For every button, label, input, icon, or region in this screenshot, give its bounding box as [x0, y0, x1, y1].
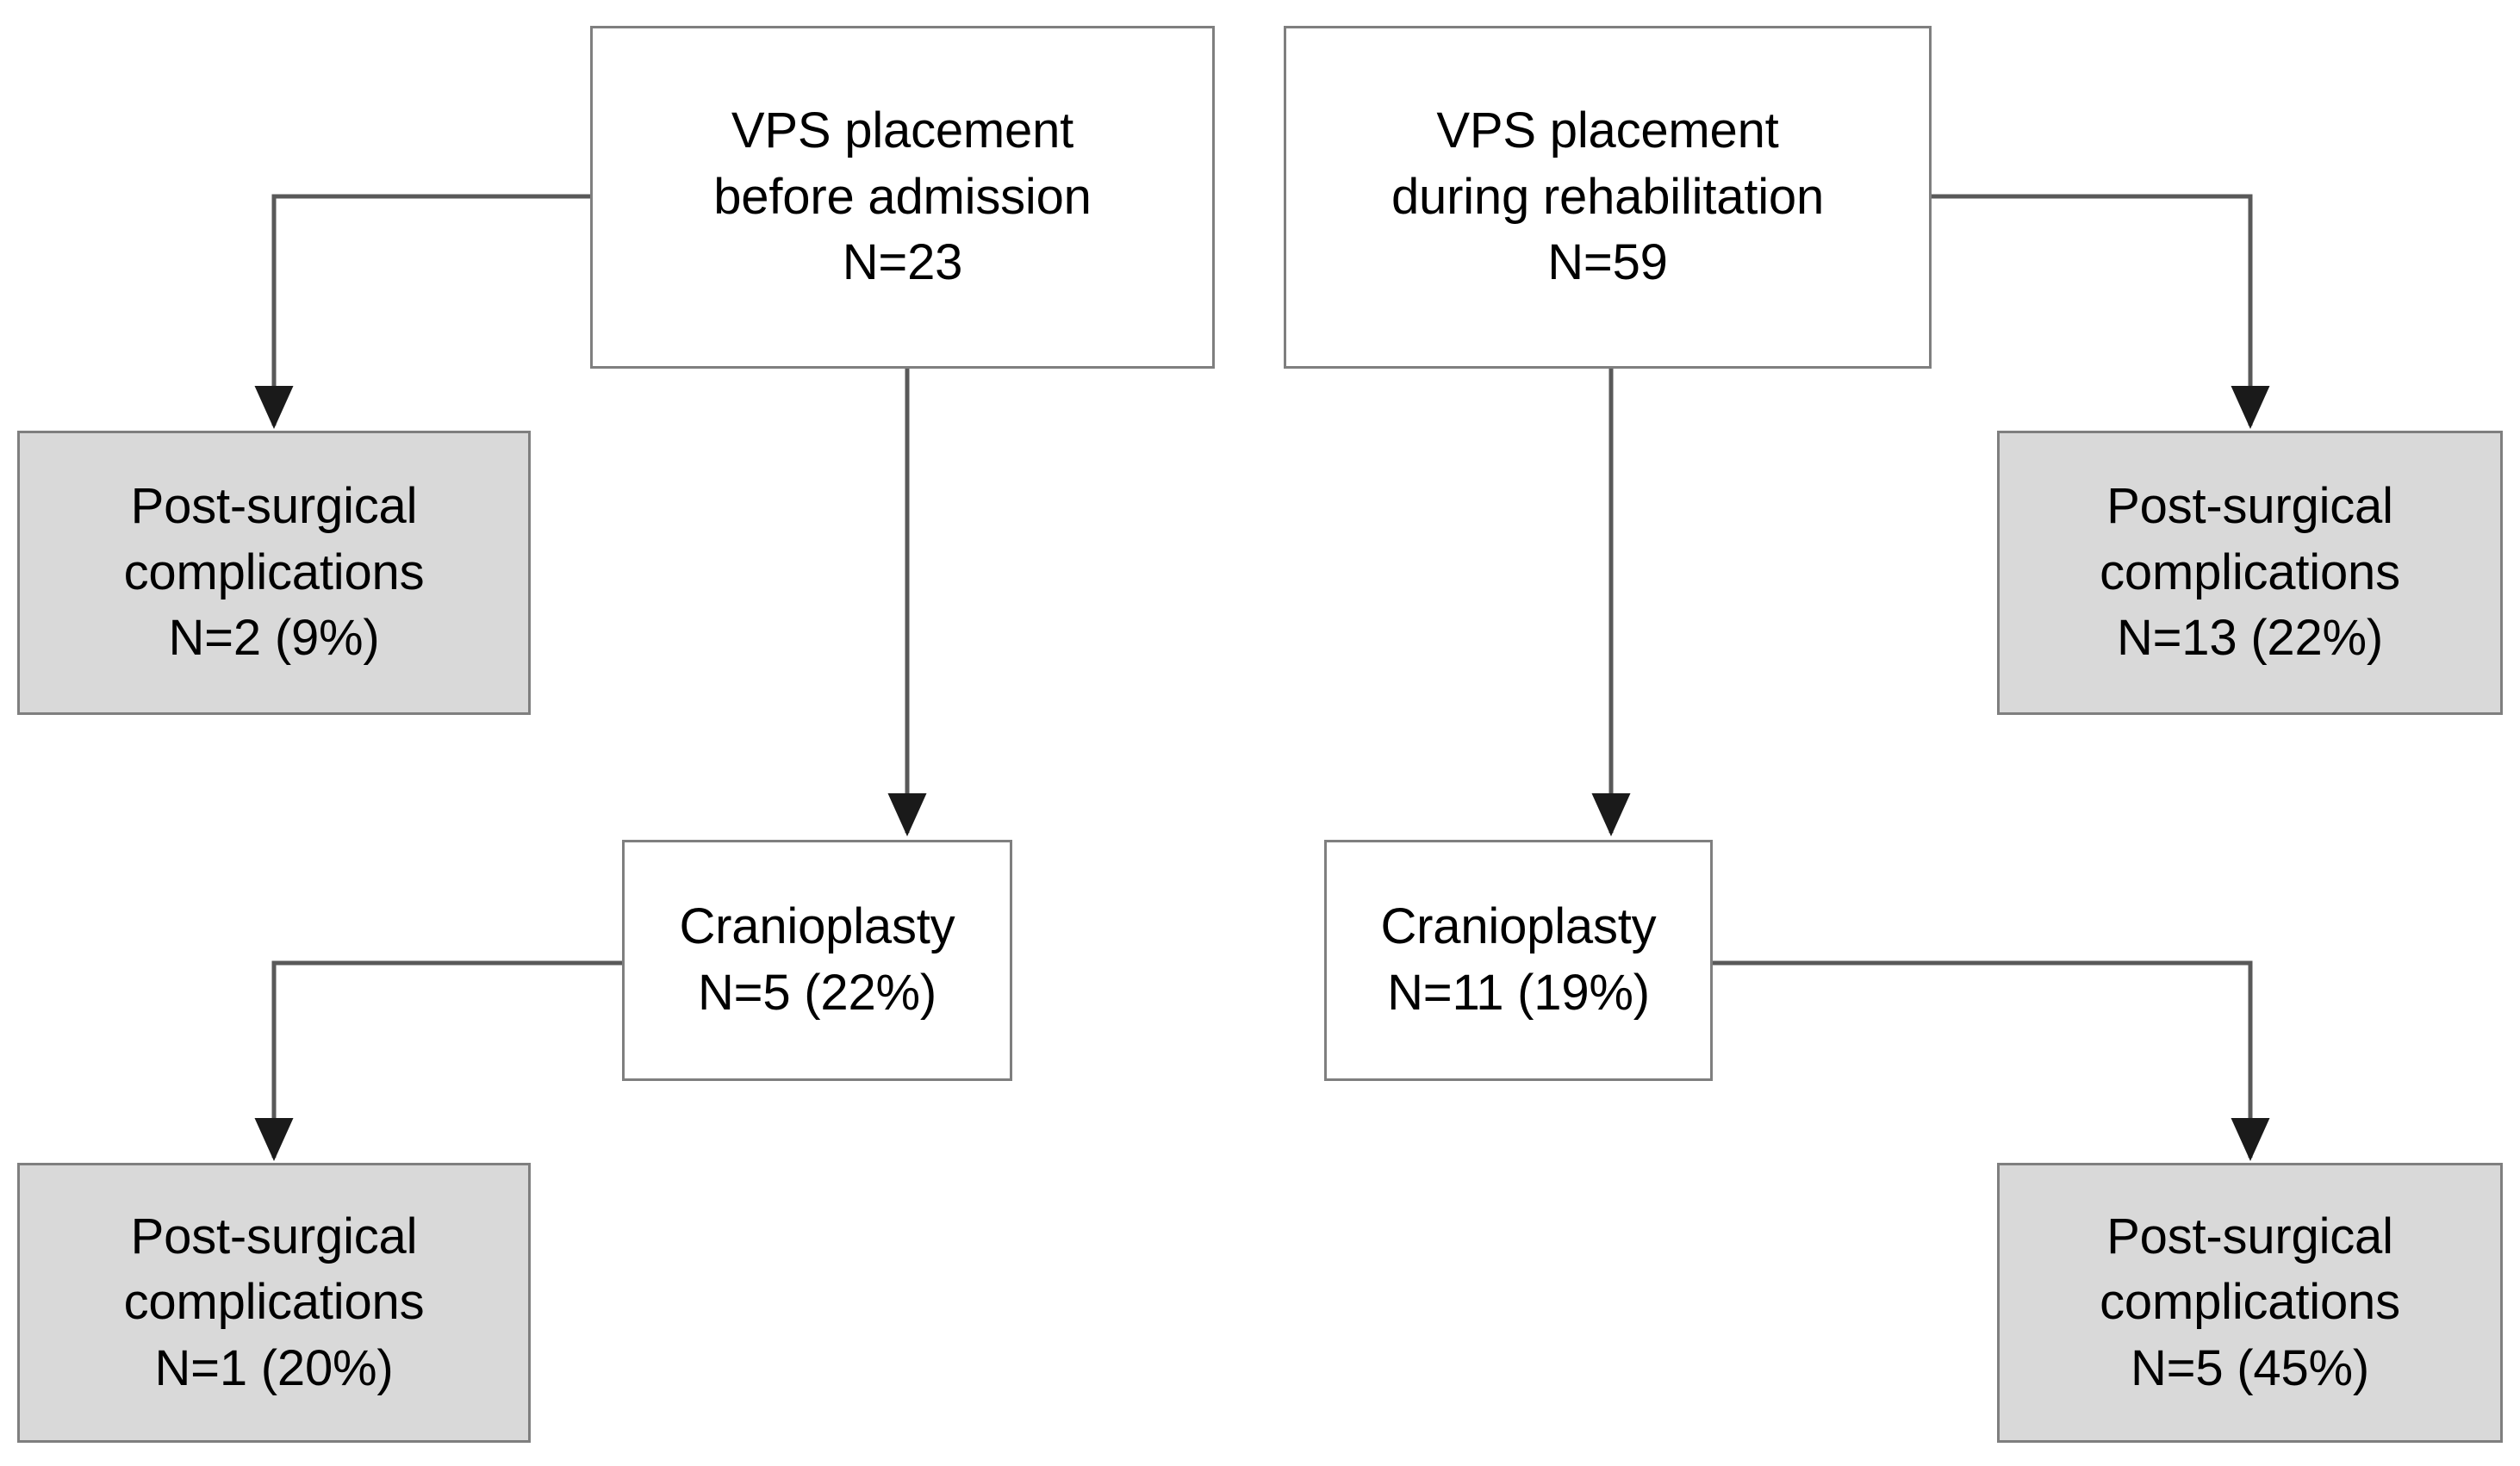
node-line-title-2: before admission [713, 168, 1092, 225]
node-line-count: N=1 (20%) [154, 1339, 394, 1396]
node-line-count: N=5 (22%) [697, 965, 937, 1021]
edge-vps-during-to-complications [1932, 194, 2270, 430]
node-line-title-2: complications [123, 1274, 425, 1331]
node-line-count: N=23 [842, 234, 963, 291]
node-line-title-1: VPS placement [1436, 102, 1779, 159]
node-post-surgical-complications-before-admission[interactable]: Post-surgical complications N=2 (9%) [17, 431, 531, 715]
node-line-count: N=2 (9%) [168, 610, 380, 667]
node-line-title-2: during rehabilitation [1391, 168, 1825, 225]
node-line-count: N=5 (45%) [2130, 1339, 2370, 1396]
node-vps-placement-during-rehabilitation[interactable]: VPS placement during rehabilitation N=59 [1284, 26, 1932, 369]
node-line-title-1: Cranioplasty [679, 898, 955, 955]
node-post-surgical-complications-cranioplasty-left[interactable]: Post-surgical complications N=1 (20%) [17, 1163, 531, 1443]
node-line-title-2: complications [123, 544, 425, 600]
node-line-count: N=59 [1547, 234, 1668, 291]
edge-cranioplasty-right-to-complications [1713, 960, 2270, 1162]
node-line-count: N=11 (19%) [1387, 965, 1650, 1021]
node-line-title-2: complications [2100, 1274, 2400, 1331]
node-line-title-2: complications [2100, 544, 2400, 600]
node-vps-placement-before-admission[interactable]: VPS placement before admission N=23 [590, 26, 1215, 369]
node-post-surgical-complications-during-rehabilitation[interactable]: Post-surgical complications N=13 (22%) [1997, 431, 2503, 715]
node-cranioplasty-during-rehabilitation[interactable]: Cranioplasty N=11 (19%) [1324, 840, 1713, 1081]
edge-cranioplasty-left-to-complications [254, 960, 622, 1162]
node-line-title-1: Cranioplasty [1380, 898, 1657, 955]
node-line-title-1: Post-surgical [2106, 478, 2393, 535]
node-line-title-1: VPS placement [731, 102, 1074, 159]
edge-vps-before-to-complications [254, 194, 590, 430]
node-cranioplasty-before-admission[interactable]: Cranioplasty N=5 (22%) [622, 840, 1012, 1081]
node-line-title-1: Post-surgical [130, 1208, 418, 1264]
node-post-surgical-complications-cranioplasty-right[interactable]: Post-surgical complications N=5 (45%) [1997, 1163, 2503, 1443]
node-line-title-1: Post-surgical [2106, 1208, 2393, 1264]
node-line-title-1: Post-surgical [130, 478, 418, 535]
node-line-count: N=13 (22%) [2116, 610, 2384, 667]
